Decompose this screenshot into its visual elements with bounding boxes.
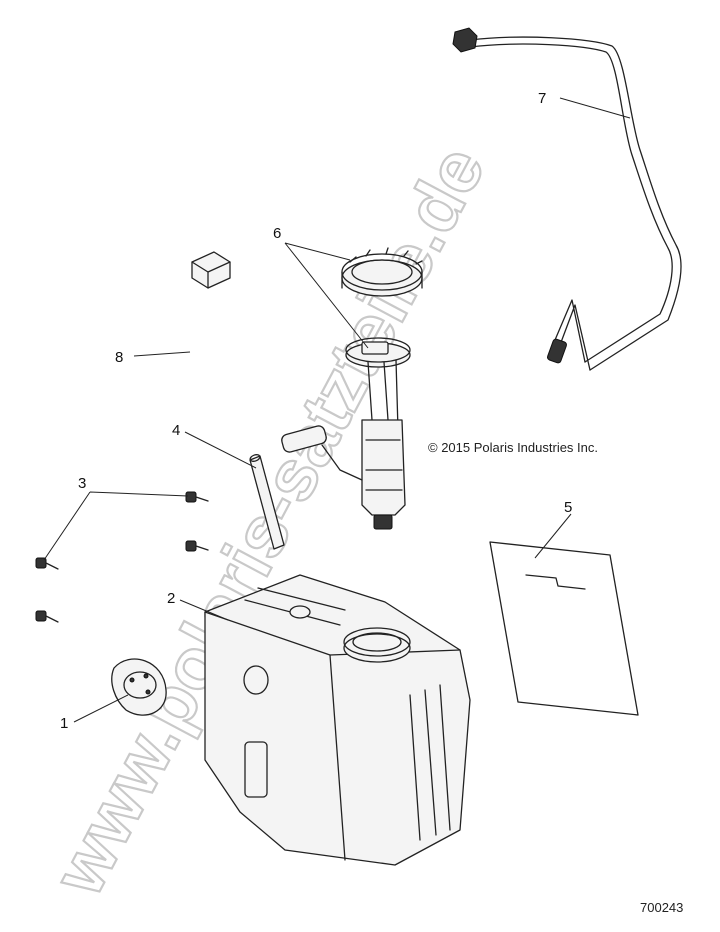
callout-5: 5 <box>564 499 572 516</box>
leader-lines <box>43 97 631 723</box>
callout-7: 7 <box>538 90 546 107</box>
part-8-block[interactable] <box>191 251 231 289</box>
callout-6: 6 <box>273 225 281 242</box>
callout-3: 3 <box>78 475 86 492</box>
part-6-fuel-pump[interactable] <box>280 247 423 530</box>
figure-number: 700243 <box>640 900 683 915</box>
part-7-fuel-line[interactable] <box>452 27 682 371</box>
part-4-hose[interactable] <box>249 453 285 550</box>
callout-1: 1 <box>60 715 68 732</box>
part-5-pad[interactable] <box>489 541 639 716</box>
part-2-fuel-tank[interactable] <box>204 574 471 866</box>
callout-4: 4 <box>172 422 180 439</box>
part-3-bolts[interactable] <box>35 491 209 623</box>
part-1-fuel-cap[interactable] <box>111 658 167 716</box>
copyright-text: © 2015 Polaris Industries Inc. <box>428 440 598 455</box>
callout-2: 2 <box>167 590 175 607</box>
callout-8: 8 <box>115 349 123 366</box>
